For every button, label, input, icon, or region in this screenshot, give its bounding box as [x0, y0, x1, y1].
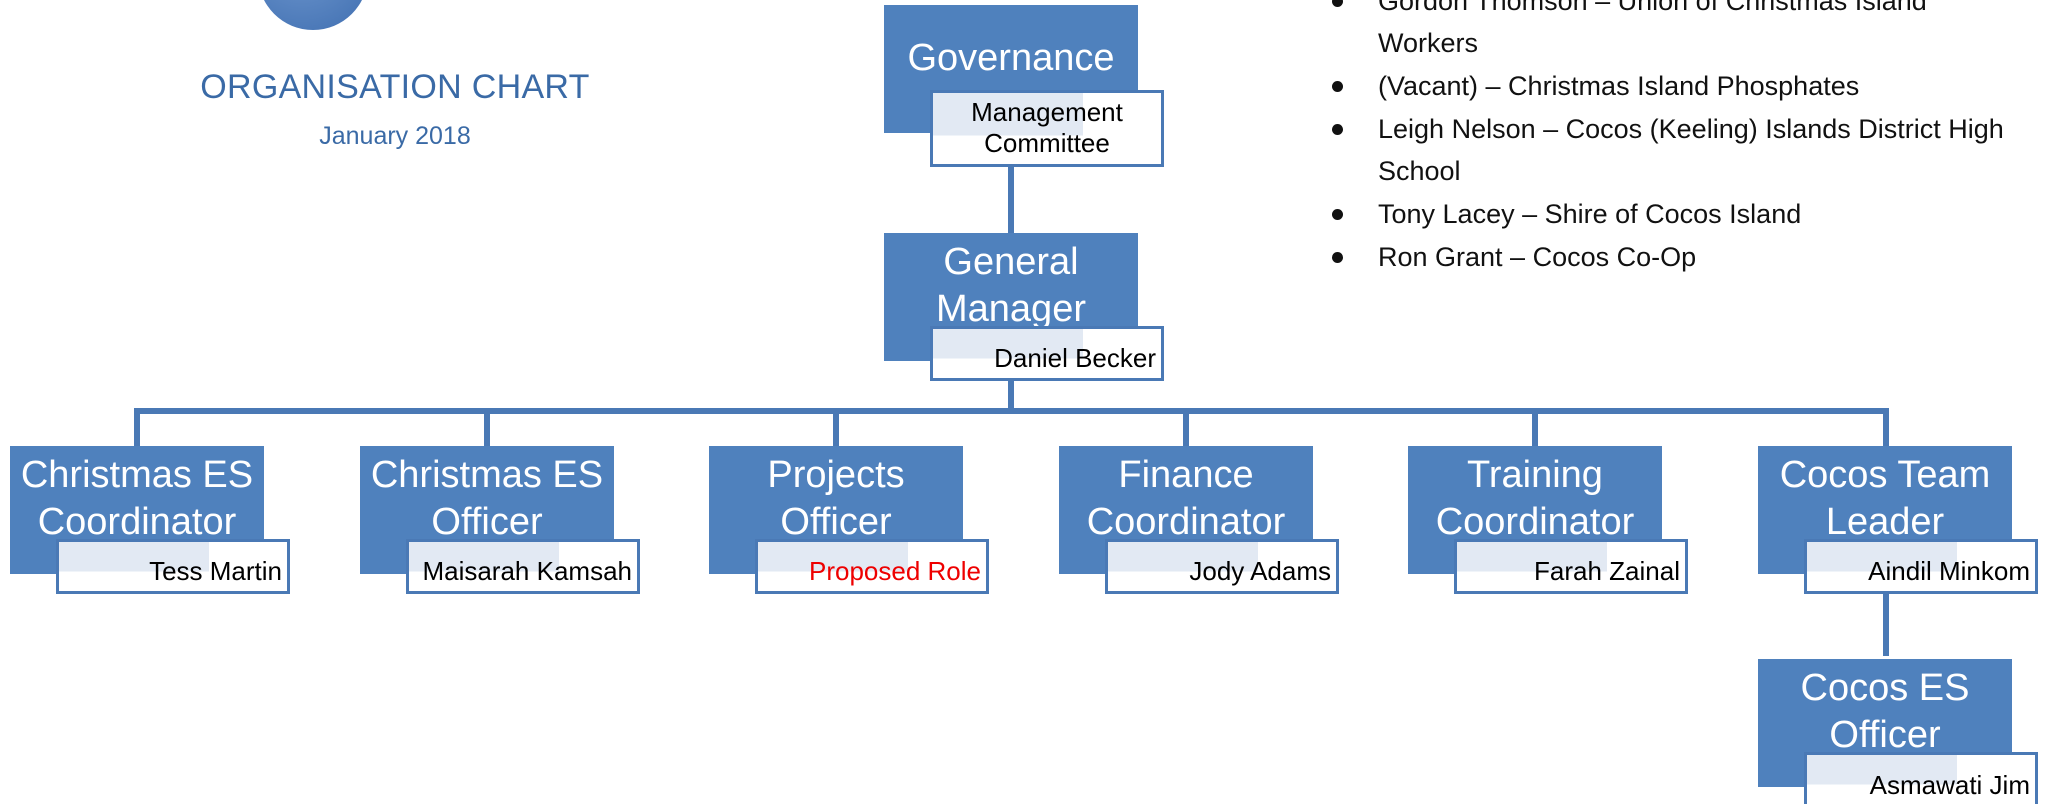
node-name: Jody Adams — [1189, 556, 1331, 586]
committee-member-list: Gordon Thomson – Union of Christmas Isla… — [1320, 0, 2020, 279]
connector-governance-gm — [1008, 165, 1014, 233]
node-name: Farah Zainal — [1534, 556, 1680, 586]
node-name: Daniel Becker — [994, 343, 1156, 373]
node-name: Maisarah Kamsah — [422, 556, 632, 586]
node-name: Management Committee — [971, 97, 1123, 158]
node-name-tag: Asmawati Jim — [1804, 752, 2038, 804]
connector-horizontal-bus — [134, 408, 1889, 414]
connector-drop-3 — [833, 408, 839, 446]
node-role: Governance — [907, 37, 1115, 79]
node-role: Training Coordinator — [1435, 454, 1635, 543]
node-role: Christmas ES Officer — [370, 454, 604, 543]
node-name-proposed: Proposed Role — [809, 556, 981, 586]
committee-member: Tony Lacey – Shire of Cocos Island — [1320, 193, 2020, 235]
chart-date: January 2018 — [319, 122, 471, 150]
chart-title: ORGANISATION CHART — [200, 68, 590, 106]
connector-drop-5 — [1532, 408, 1538, 446]
node-name-tag: Jody Adams — [1105, 539, 1339, 594]
committee-member: Leigh Nelson – Cocos (Keeling) Islands D… — [1320, 108, 2020, 192]
committee-member: (Vacant) – Christmas Island Phosphates — [1320, 65, 2020, 107]
node-role: Christmas ES Coordinator — [20, 454, 254, 543]
node-role: Finance Coordinator — [1086, 454, 1286, 543]
organisation-logo — [258, 0, 368, 30]
node-name-tag: Daniel Becker — [930, 326, 1164, 381]
connector-drop-1 — [134, 408, 140, 446]
node-role: General Manager — [936, 241, 1086, 330]
node-name-tag: Proposed Role — [755, 539, 989, 594]
node-name-tag: Aindil Minkom — [1804, 539, 2038, 594]
node-name-tag: Tess Martin — [56, 539, 290, 594]
node-name-tag: Maisarah Kamsah — [406, 539, 640, 594]
node-christmas-es-coordinator: Christmas ES Coordinator — [10, 446, 264, 574]
node-name-tag: Management Committee — [930, 90, 1164, 167]
connector-gm-bus — [1008, 378, 1014, 411]
connector-drop-2 — [484, 408, 490, 446]
connector-drop-6 — [1883, 408, 1889, 446]
node-name: Asmawati Jim — [1869, 770, 2030, 800]
committee-member: Ron Grant – Cocos Co-Op — [1320, 236, 2020, 278]
connector-cocos-leader-officer — [1883, 594, 1889, 656]
node-role: Cocos Team Leader — [1779, 454, 1991, 543]
node-role: Cocos ES Officer — [1800, 667, 1970, 756]
node-name: Tess Martin — [149, 556, 282, 586]
connector-drop-4 — [1183, 408, 1189, 446]
committee-member: Gordon Thomson – Union of Christmas Isla… — [1320, 0, 2020, 64]
node-name-tag: Farah Zainal — [1454, 539, 1688, 594]
node-role: Projects Officer — [767, 454, 905, 543]
node-name: Aindil Minkom — [1868, 556, 2030, 586]
